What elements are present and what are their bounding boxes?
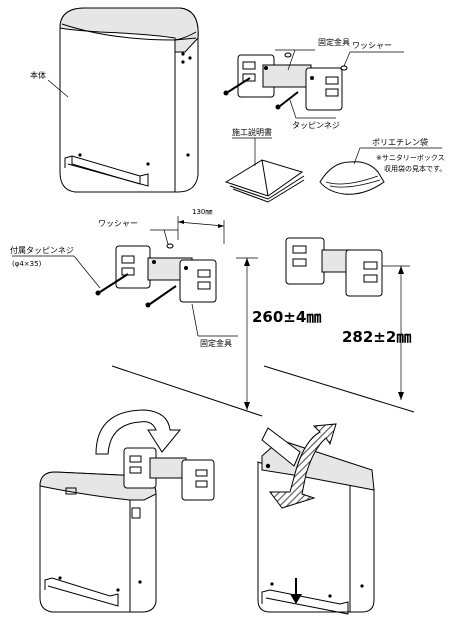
poly-bag (319, 161, 385, 195)
label-dim-130: 130㎜ (192, 208, 212, 216)
label-accessory-screw: 付属タッピンネジ (10, 245, 74, 255)
label-fixing-bracket-2: 固定金具 (200, 338, 232, 348)
box-hanging-step (39, 409, 215, 613)
label-fixing-bracket: 固定金具 (318, 37, 350, 47)
fixing-bracket-exploded (223, 52, 348, 111)
dim-130-marker (177, 216, 225, 244)
sanitary-box-body (59, 7, 199, 193)
label-height-260: 260±4㎜ (252, 308, 321, 326)
bracket-mounting-detail (95, 243, 217, 308)
label-washer-2: ワッシャー (98, 219, 138, 228)
box-lid-open (257, 423, 375, 615)
dim-260-marker (236, 257, 258, 410)
dim-282-marker (382, 265, 410, 400)
floor-line-right (263, 365, 415, 413)
label-washer: ワッシャー (352, 41, 392, 50)
label-poly-bag-note-1: ※サニタリーボックス (376, 153, 445, 162)
manual-booklet (224, 159, 305, 203)
floor-line-left (111, 365, 263, 417)
label-screw-spec: (φ4×35) (12, 260, 42, 268)
label-manual: 施工説明書 (232, 127, 272, 137)
label-poly-bag-note-2: 収用袋の見本です。 (384, 164, 446, 173)
label-tapping-screw: タッピンネジ (292, 121, 340, 130)
label-height-282: 282±2㎜ (342, 328, 411, 346)
label-main-body: 本体 (30, 70, 46, 80)
label-poly-bag: ポリエチレン袋 (372, 137, 428, 147)
bracket-front-view (285, 237, 383, 297)
